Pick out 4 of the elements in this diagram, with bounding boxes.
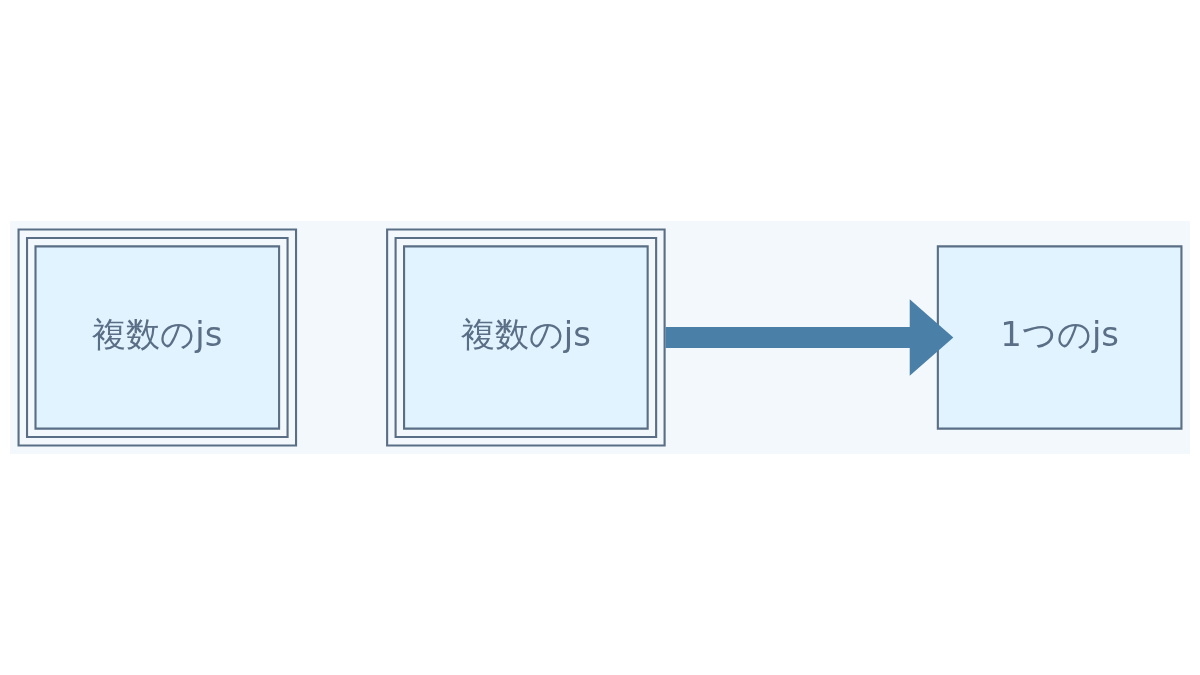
node-box: 複数のjs bbox=[17, 228, 298, 447]
node-box: 複数のjs bbox=[386, 228, 666, 447]
arrow bbox=[665, 299, 954, 376]
node-box: 1つのjs bbox=[936, 245, 1183, 430]
